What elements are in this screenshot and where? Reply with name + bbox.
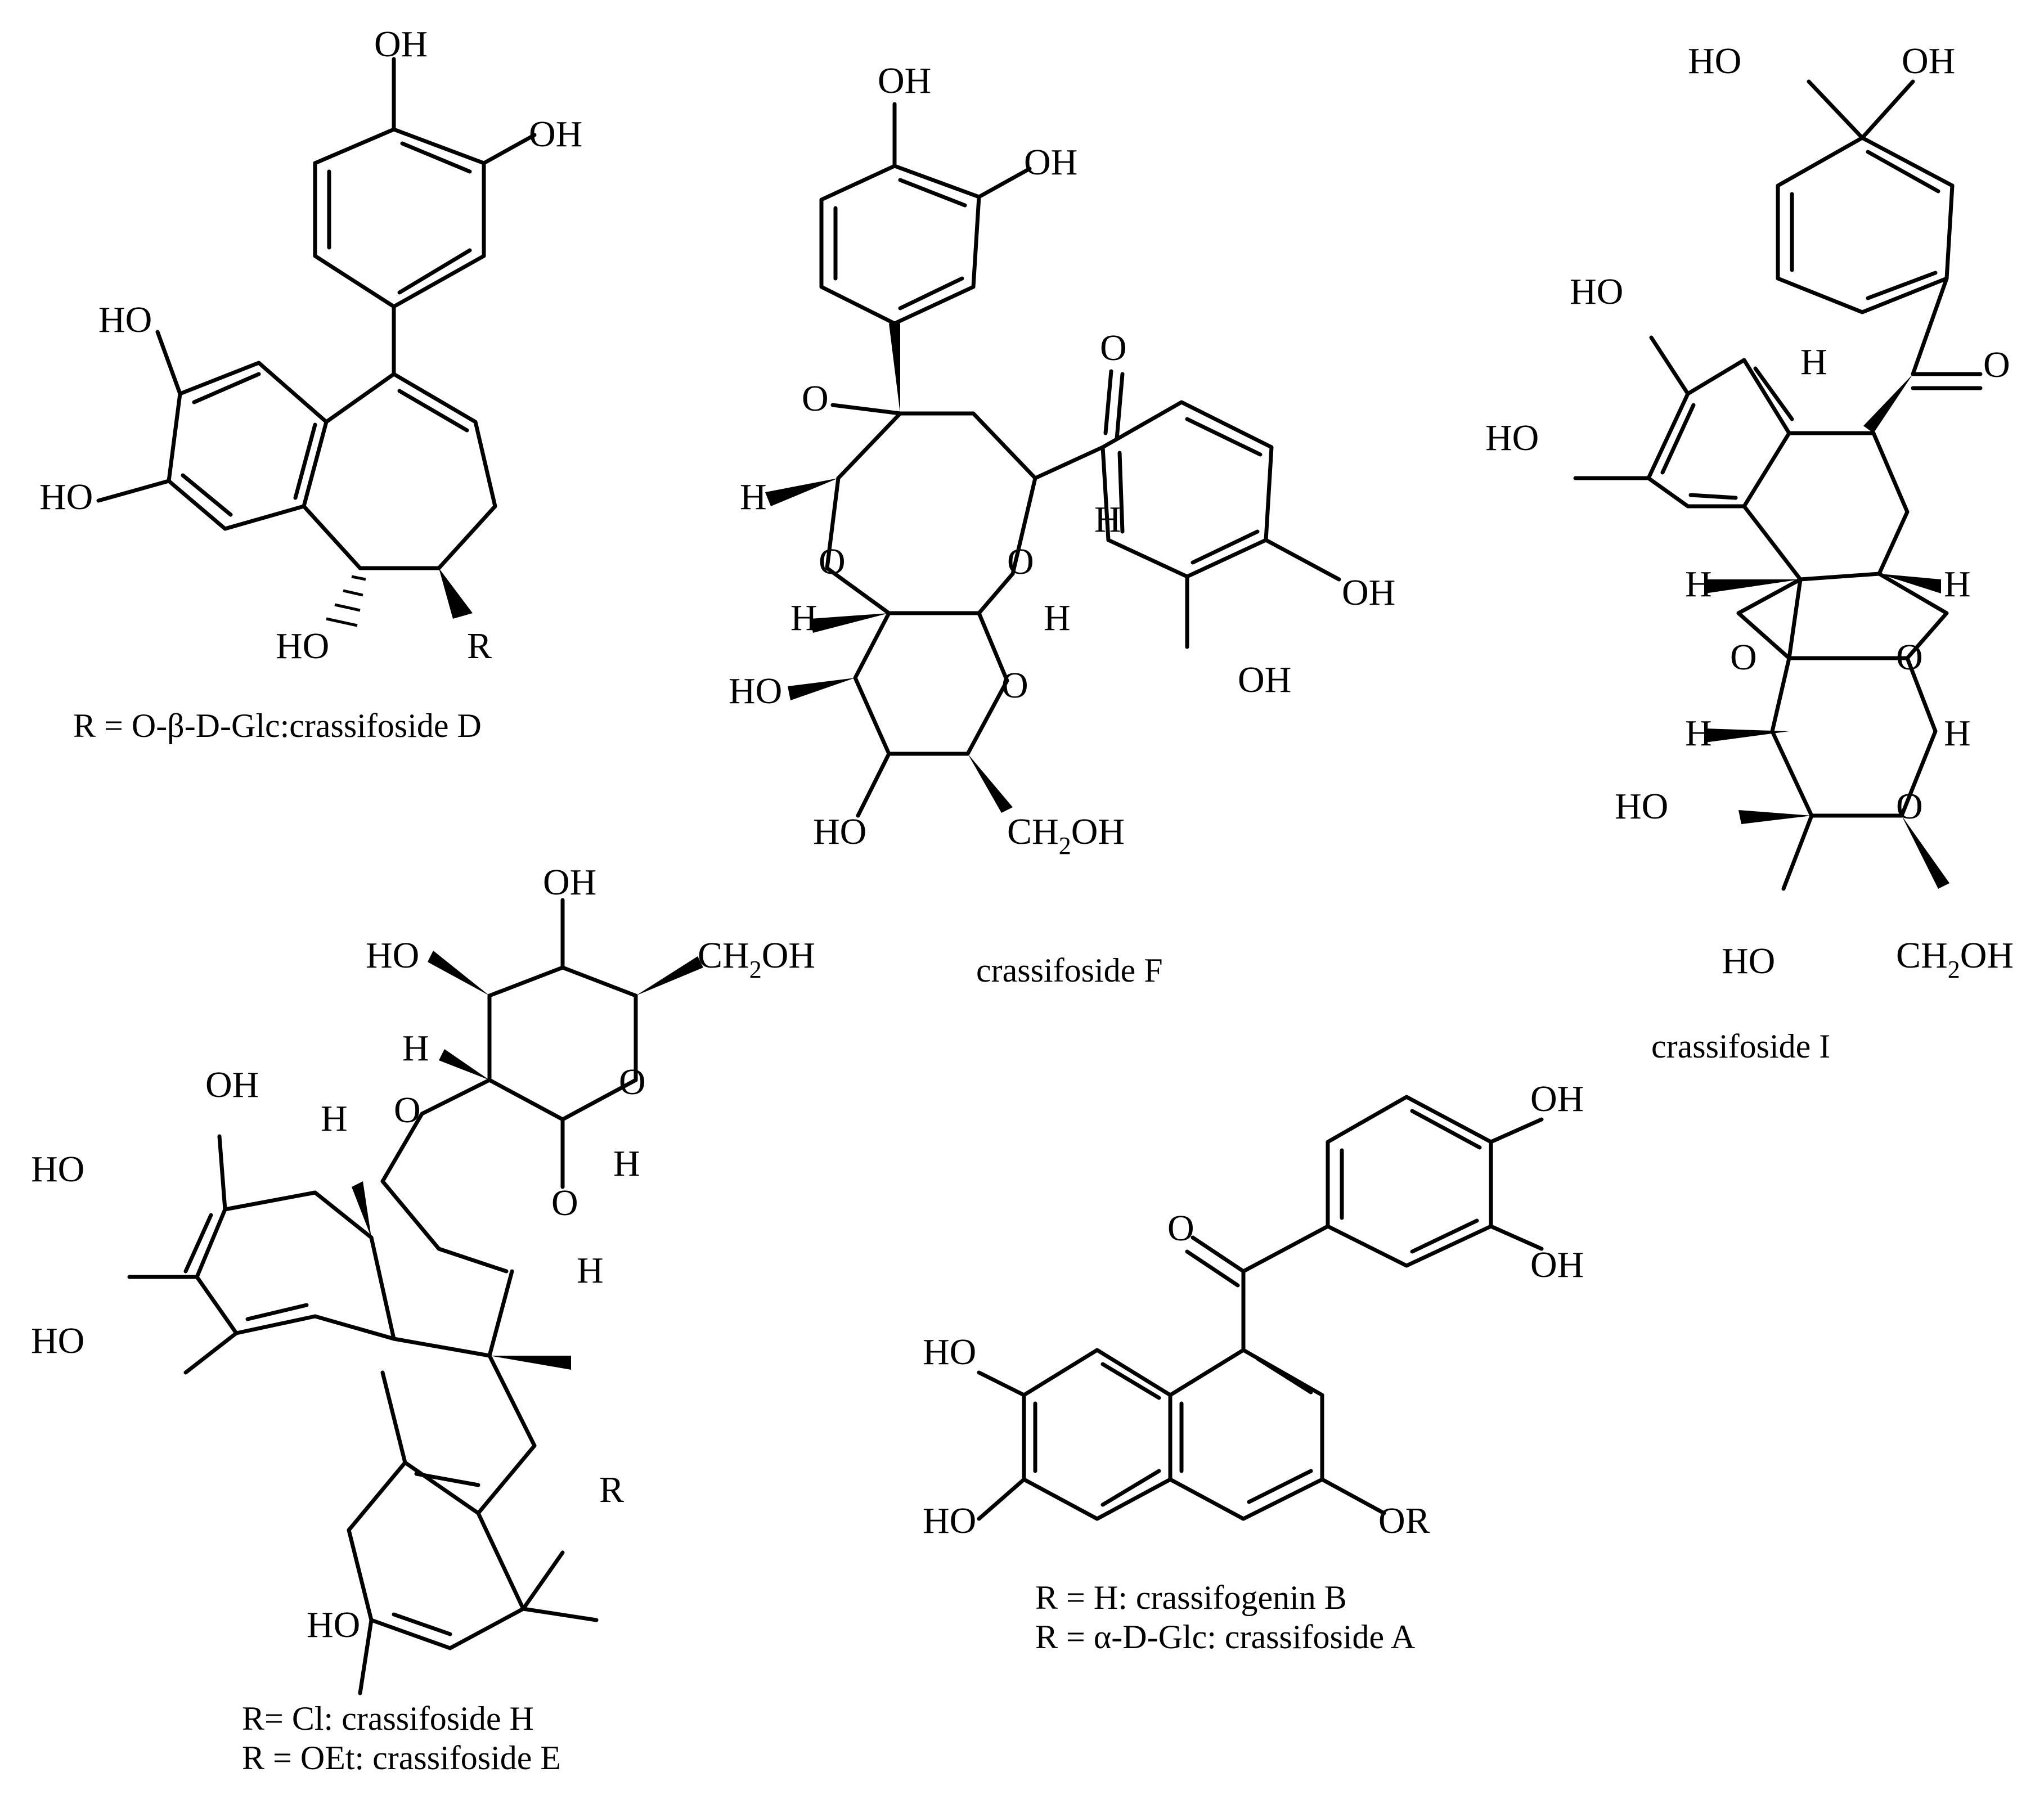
label-i-o-keto: O [1983,344,2010,385]
label-b-o-keto: O [1167,1208,1194,1249]
label-d-oh-top: OH [374,24,428,65]
label-i-h-l1: H [1685,564,1712,605]
caption-crassifoside-i: crassifoside I [1651,1028,1830,1065]
label-he-h-sugar: H [402,1028,429,1069]
label-b-or: OR [1378,1500,1430,1541]
label-i-ho-lower: HO [1485,417,1539,458]
label-f-h-fuse-right: H [1044,597,1071,638]
label-i-o-r: O [1896,637,1923,678]
label-d-ho-lower: HO [39,476,93,518]
label-f-h-right: H [1094,499,1121,540]
caption-crassifoside-a: R = α-D-Glc: crassifoside A [1035,1618,1415,1655]
label-d-ho-upper: HO [98,299,152,340]
caption-crassifogenin-b: R = H: crassifogenin B [1035,1579,1347,1616]
caption-crassifoside-e: R = OEt: crassifoside E [242,1739,561,1776]
label-he-oh-ar: OH [205,1064,259,1105]
label-f-h-fuse-left: H [790,597,817,638]
label-f-oh-top: OH [878,60,931,101]
label-i-o-pyran: O [1896,786,1923,827]
label-i-h-r1: H [1944,564,1971,605]
label-f-o-ring-right: O [1007,541,1034,582]
label-he-o-b: O [551,1182,578,1223]
structure-crassifoside-i: HO OH HO HO H O H H O O H H HO O HO CH2O… [1485,41,2014,1065]
label-f-ch2oh: CH2OH [1007,811,1125,860]
label-he-ho-a: HO [31,1149,84,1190]
label-i-h-r2: H [1944,713,1971,754]
structure-crassifoside-f: OH OH O O H H O O H H O HO HO CH2OH OH O… [729,60,1395,989]
caption-crassifoside-d: R = O-β-D-Glc:crassifoside D [73,707,482,744]
label-f-o-epoxide: O [802,378,829,419]
label-i-o-l: O [1730,637,1757,678]
label-i-oh-top: OH [1902,41,1955,82]
label-he-r: R [599,1469,624,1510]
label-b-ho-b: HO [923,1500,976,1541]
label-he-h-b: H [577,1250,604,1291]
label-he-ho-c: HO [307,1604,360,1645]
structure-crassifoside-h-e: OH HO CH2OH H O OH H O H O H HO HO HO R … [31,862,815,1776]
label-b-ho-a: HO [923,1331,976,1373]
caption-crassifoside-h: R= Cl: crassifoside H [242,1700,534,1737]
label-f-ho-bottom: HO [813,811,866,852]
structure-crassifogenin-b: OH OH O HO HO OR R = H: crassifogenin B … [923,1078,1584,1655]
label-d-ho-bottom: HO [276,626,329,667]
label-f-oh-ring-right: OH [1342,572,1395,613]
label-he-h-anomer: H [613,1143,640,1184]
label-d-r: R [467,626,492,667]
label-i-ho-bottom: HO [1722,941,1775,982]
label-f-oh-meta: OH [1024,142,1077,183]
label-i-h-l2: H [1685,713,1712,754]
label-i-ho-top: HO [1688,41,1741,82]
label-he-ho-b: HO [31,1320,84,1361]
label-i-ch2oh: CH2OH [1896,935,2014,983]
label-i-ho-upper: HO [1570,271,1623,312]
label-he-oh-top: OH [543,862,596,903]
label-i-h-upper: H [1800,341,1827,383]
label-he-ch2oh: CH2OH [698,935,815,983]
label-f-o-keto: O [1100,327,1127,368]
label-b-oh-mid: OH [1530,1244,1584,1285]
label-b-oh-top: OH [1530,1078,1584,1119]
label-i-ho-mid: HO [1615,786,1668,827]
label-f-h-left: H [740,476,767,518]
label-he-h-ar: H [321,1098,348,1139]
label-he-ho-sugar: HO [366,935,419,976]
label-he-o-pyran: O [619,1061,646,1103]
label-d-oh-meta: OH [529,114,582,155]
label-f-o-ring-left: O [819,541,846,582]
label-he-o-a: O [394,1090,421,1131]
label-f-oh-ring-bottom: OH [1238,659,1291,700]
structure-crassifoside-d: OH OH HO HO HO R R = O-β-D-Glc:crassifos… [39,24,582,744]
label-f-o-pyran: O [1001,665,1028,706]
caption-crassifoside-f: crassifoside F [976,952,1163,989]
label-f-ho-left: HO [729,671,782,712]
